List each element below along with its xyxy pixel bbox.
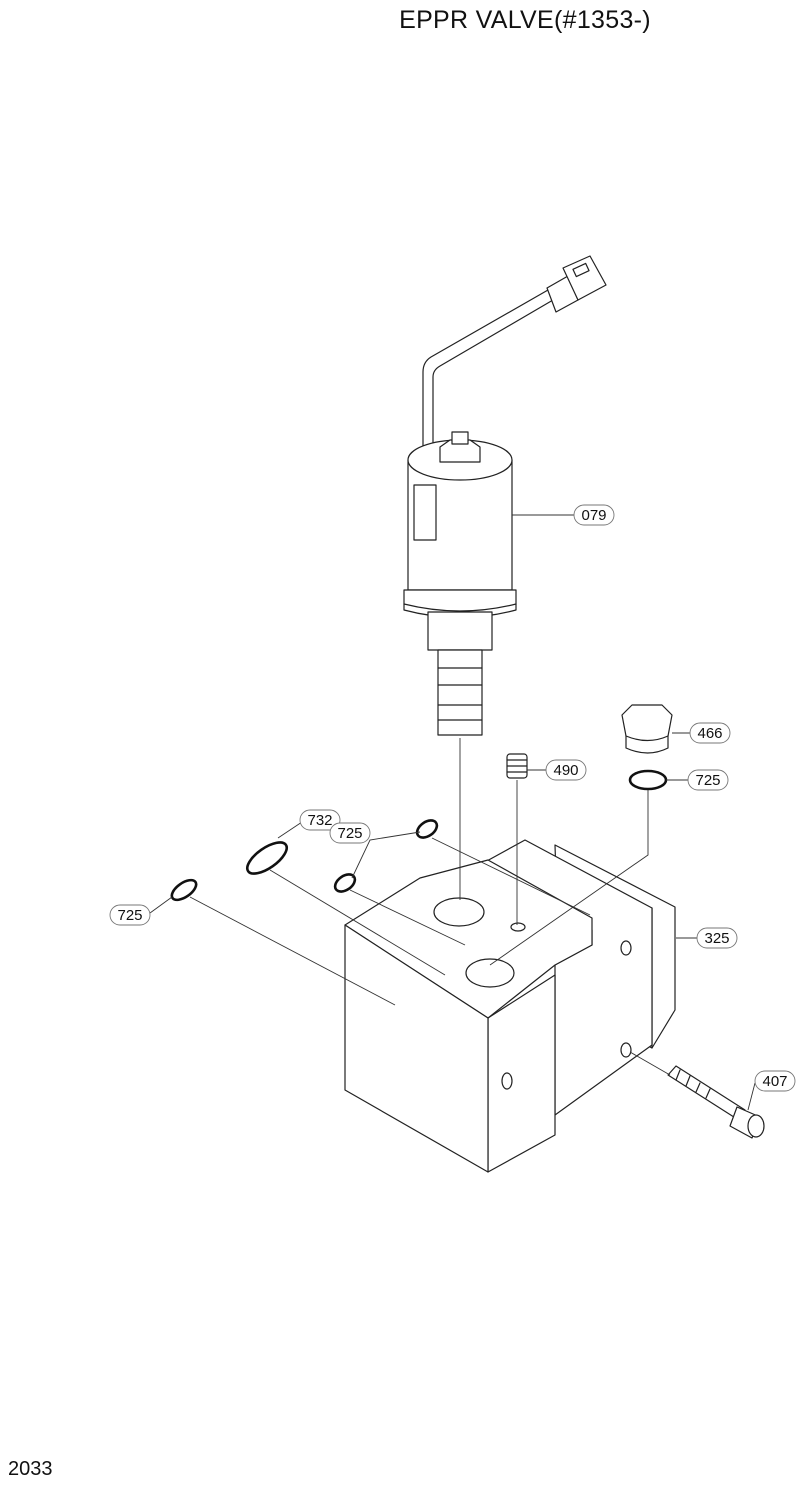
callout-label: 725 (337, 825, 362, 842)
callout-407: 407 (754, 1070, 796, 1092)
callout-466: 466 (689, 722, 731, 744)
callout-label: 725 (117, 907, 142, 924)
callout-490: 490 (545, 759, 587, 781)
o-ring-725-left (170, 878, 198, 902)
page-title: EPPR VALVE(#1353-) (399, 6, 651, 34)
callout-label: 079 (581, 507, 606, 524)
callout-label: 325 (704, 930, 729, 947)
o-ring-725-middle (333, 873, 357, 893)
orifice-plug (506, 753, 528, 779)
callout-label: 490 (553, 762, 578, 779)
valve-body (344, 839, 676, 1173)
o-ring-732 (246, 841, 288, 875)
page-number: 2033 (8, 1458, 53, 1480)
leader-lines (149, 514, 756, 1111)
o-ring-725-upper (415, 819, 439, 839)
callout-325: 325 (696, 927, 738, 949)
callout-label: 407 (762, 1073, 787, 1090)
callout-732: 732 (299, 809, 341, 831)
o-ring-725-right (628, 769, 668, 791)
callout-725-right: 725 (687, 769, 729, 791)
plug (621, 704, 673, 754)
callout-725-middle: 725 (329, 822, 371, 844)
assembly-lines (189, 738, 671, 1076)
socket-bolt (667, 1065, 765, 1139)
solenoid-assembly (403, 255, 607, 736)
callout-label: 466 (697, 725, 722, 742)
callout-725-left: 725 (109, 904, 151, 926)
callout-label: 725 (695, 772, 720, 789)
callout-079: 079 (573, 504, 615, 526)
callout-label: 732 (307, 812, 332, 829)
